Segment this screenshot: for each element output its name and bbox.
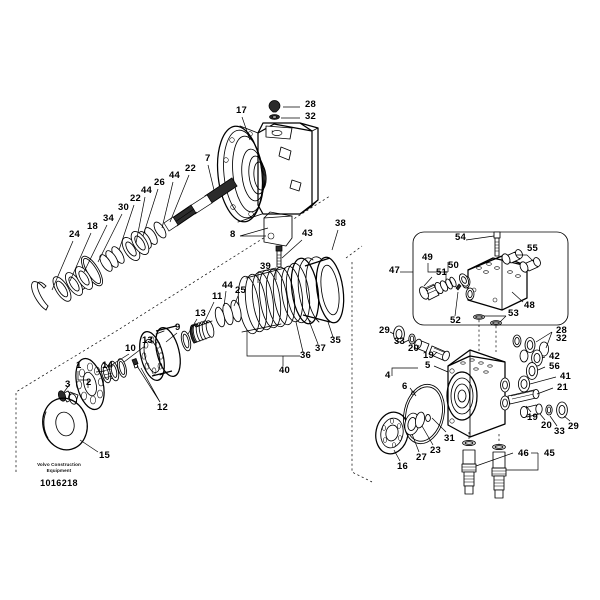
callout-51: 51 xyxy=(436,267,447,278)
callout-23: 23 xyxy=(430,445,441,456)
callout-45: 45 xyxy=(544,448,555,459)
callout-15: 15 xyxy=(99,450,110,461)
callout-10: 10 xyxy=(125,343,136,354)
callout-25: 25 xyxy=(235,285,246,296)
callout-30: 30 xyxy=(118,202,129,213)
cartridge-46 xyxy=(461,439,477,495)
callout-8: 8 xyxy=(230,229,236,240)
valve-block-48 xyxy=(419,231,541,326)
callout-32-top: 32 xyxy=(305,111,316,122)
callout-55: 55 xyxy=(527,243,538,254)
callout-33-b: 33 xyxy=(554,426,565,437)
bushing-10 xyxy=(100,360,120,384)
drive-shaft-assembly xyxy=(31,177,238,311)
callout-14: 14 xyxy=(102,360,113,371)
callout-27: 27 xyxy=(416,452,427,463)
callout-38: 38 xyxy=(335,218,346,229)
callout-34: 34 xyxy=(103,213,114,224)
fitting-chain-left xyxy=(393,325,450,362)
callout-11: 11 xyxy=(212,291,223,302)
fitting-chain-lower-right xyxy=(519,401,568,419)
callout-41: 41 xyxy=(560,371,571,382)
callout-5: 5 xyxy=(425,360,431,371)
thrust-plate-15 xyxy=(42,397,88,451)
callout-21: 21 xyxy=(557,382,568,393)
brand-line-2: Equipment xyxy=(46,468,72,474)
callout-18: 18 xyxy=(87,221,98,232)
cylinder-spring-assembly xyxy=(180,256,345,352)
callout-22-a: 22 xyxy=(185,163,196,174)
callout-3: 3 xyxy=(65,379,71,390)
callout-7: 7 xyxy=(205,153,211,164)
callout-4: 4 xyxy=(385,370,391,381)
callout-29-a: 29 xyxy=(379,325,390,336)
callout-39: 39 xyxy=(260,261,271,272)
callout-33-a: 33 xyxy=(394,336,405,347)
callout-19-a: 19 xyxy=(423,350,434,361)
small-spring xyxy=(189,320,215,344)
callout-40: 40 xyxy=(279,365,290,376)
callout-1: 1 xyxy=(76,360,82,371)
callout-16: 16 xyxy=(397,461,408,472)
valve-sub-assembly-box xyxy=(412,231,569,326)
callout-44-c: 44 xyxy=(222,280,233,291)
callout-20-b: 20 xyxy=(541,420,552,431)
callout-36: 36 xyxy=(300,350,311,361)
leader-lines xyxy=(51,106,571,471)
callout-20-a: 20 xyxy=(408,343,419,354)
right-main-body xyxy=(446,349,510,438)
callout-31: 31 xyxy=(444,433,455,444)
callout-54: 54 xyxy=(455,232,466,243)
callout-19-b: 19 xyxy=(527,412,538,423)
callout-43: 43 xyxy=(302,228,313,239)
callout-52: 52 xyxy=(450,315,461,326)
callout-17: 17 xyxy=(236,105,247,116)
callout-56: 56 xyxy=(549,361,560,372)
retainer-plate-14 xyxy=(75,357,105,411)
pivot-pin-group xyxy=(57,390,79,405)
callout-50: 50 xyxy=(448,260,459,271)
callout-12: 12 xyxy=(157,402,168,413)
rotor-barrel xyxy=(139,325,181,382)
callout-48: 48 xyxy=(524,300,535,311)
callout-49: 49 xyxy=(422,252,433,263)
cartridge-45 xyxy=(491,443,507,499)
callout-24: 24 xyxy=(69,229,80,240)
callout-44-b: 44 xyxy=(141,185,152,196)
callout-37: 37 xyxy=(315,343,326,354)
bolt-21 xyxy=(507,388,540,405)
callout-13-b: 13 xyxy=(142,335,153,346)
callout-28-right: 28 xyxy=(556,325,567,336)
callout-28-top: 28 xyxy=(305,99,316,110)
brand-block: Volvo Construction Equipment 1016218 xyxy=(16,462,102,488)
callout-32-right: 32 xyxy=(556,333,567,344)
part-number: 1016218 xyxy=(40,478,78,489)
fitting-28-32 xyxy=(512,334,550,357)
fitting-56 xyxy=(525,362,539,380)
callout-46: 46 xyxy=(518,448,529,459)
brand-line-1: Volvo Construction xyxy=(37,462,81,467)
top-plug-and-oring xyxy=(268,100,281,120)
callout-9: 9 xyxy=(175,322,181,333)
fitting-55-b xyxy=(519,257,541,273)
callout-22-b: 22 xyxy=(130,193,141,204)
callout-47: 47 xyxy=(389,265,400,276)
callout-42: 42 xyxy=(549,351,560,362)
callout-29-b: 29 xyxy=(568,421,579,432)
callout-2: 2 xyxy=(86,377,92,388)
spool-train xyxy=(419,273,470,301)
fitting-41 xyxy=(517,375,531,393)
callout-35: 35 xyxy=(330,335,341,346)
callout-6: 6 xyxy=(402,381,408,392)
bearing-stack-16 xyxy=(375,411,431,455)
right-fittings xyxy=(507,334,568,419)
callout-53: 53 xyxy=(508,308,519,319)
callout-26: 26 xyxy=(154,177,165,188)
callout-13-a: 13 xyxy=(195,308,206,319)
callout-44-a: 44 xyxy=(169,170,180,181)
main-housing xyxy=(216,122,319,268)
